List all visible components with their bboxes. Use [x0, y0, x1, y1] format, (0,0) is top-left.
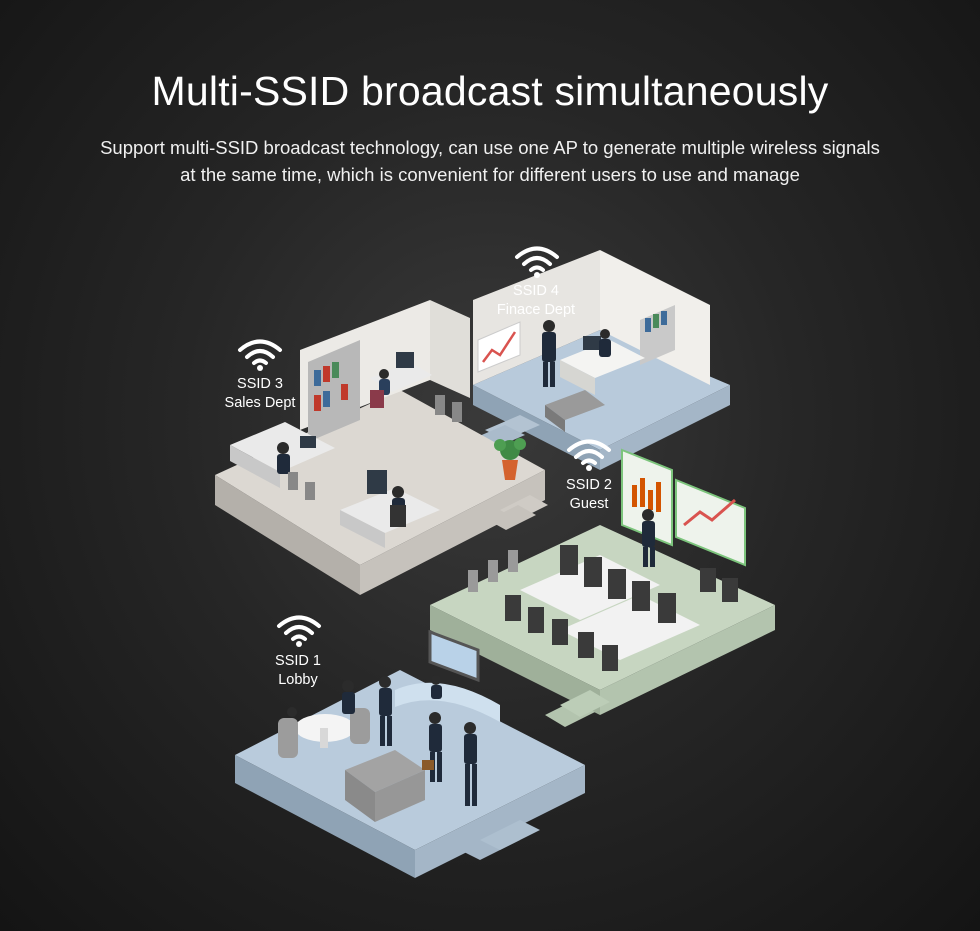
ssid-2-label: SSID 2 Guest [529, 476, 649, 514]
page-title: Multi-SSID broadcast simultaneously [151, 68, 829, 114]
ssid-3-label: SSID 3 Sales Dept [200, 375, 320, 413]
wifi-icon [567, 439, 611, 471]
ssid-1-label: SSID 1 Lobby [238, 652, 358, 690]
ssid-name: SSID 4 [513, 283, 559, 299]
zone-name: Finace Dept [496, 302, 576, 318]
guest-room [430, 448, 775, 727]
finance-room [470, 250, 730, 470]
zone-name: Guest [569, 496, 609, 512]
ssid-name: SSID 3 [237, 376, 283, 392]
sales-room [215, 300, 548, 595]
page-subtitle: Support multi-SSID broadcast technology,… [60, 134, 920, 188]
ssid-4-label: SSID 4 Finace Dept [476, 282, 596, 320]
ssid-name: SSID 1 [275, 653, 321, 669]
wifi-icon [515, 246, 559, 278]
lobby-room [235, 629, 585, 878]
subtitle-line-1: Support multi-SSID broadcast technology,… [100, 137, 880, 158]
wifi-icon [277, 615, 321, 647]
wifi-icon [238, 339, 282, 371]
ssid-name: SSID 2 [566, 477, 612, 493]
zone-name: Sales Dept [224, 395, 296, 411]
subtitle-line-2: at the same time, which is convenient fo… [180, 164, 800, 185]
zone-name: Lobby [278, 672, 318, 688]
